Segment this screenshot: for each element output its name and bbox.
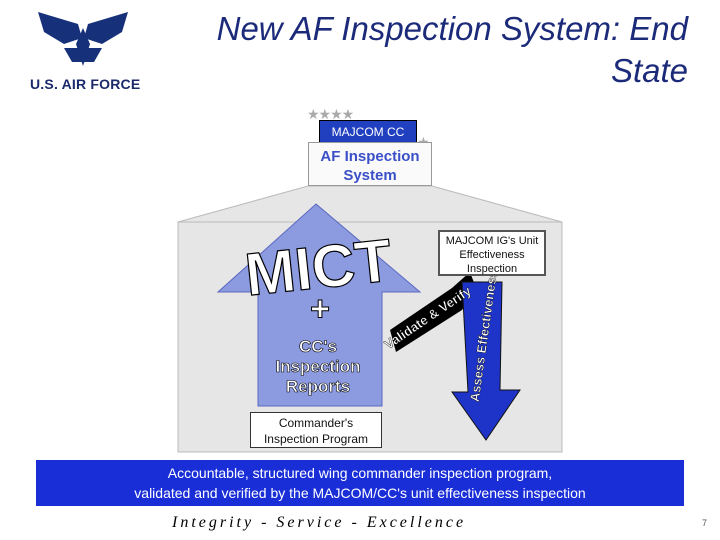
af-inspection-line2: System [343, 167, 397, 184]
slide-title-line1: New AF Inspection System: End [216, 10, 688, 47]
plus-label: + [310, 290, 330, 328]
summary-banner: Accountable, structured wing commander i… [36, 460, 684, 506]
wing-symbol-left [38, 12, 82, 44]
commanders-inspection-program-box: Commander's Inspection Program [250, 412, 382, 448]
ig-box-line2: Effectiveness [459, 249, 525, 261]
wing-symbol-star [76, 28, 90, 66]
assess-effectiveness-arrow [451, 281, 521, 441]
cip-line1: Commander's [278, 416, 354, 430]
validate-verify-arrow [390, 272, 476, 352]
mict-arrow [216, 203, 422, 407]
majcom-ig-inspection-box: MAJCOM IG's Unit Effectiveness Inspectio… [438, 230, 546, 276]
cip-line2: Inspection Program [263, 432, 369, 446]
air-force-logo [38, 12, 128, 66]
air-force-logo-text: U.S. AIR FORCE [30, 76, 141, 92]
slide-title: New AF Inspection System: End State [120, 8, 688, 92]
page-number: 7 [702, 518, 708, 528]
banner-line1: Accountable, structured wing commander i… [167, 465, 553, 481]
ig-box-line1: MAJCOM IG's Unit [445, 235, 539, 247]
slide-title-line2: State [610, 52, 688, 89]
wing-symbol-right [84, 12, 128, 44]
cc-label-line2: Inspection [275, 357, 360, 376]
wing-symbol-base [64, 48, 102, 62]
four-star-icon: ★★★★ [307, 106, 354, 122]
majcom-cc-label: MAJCOM CC [319, 120, 417, 144]
af-inspection-system-box: AF Inspection System [308, 142, 432, 186]
cc-label-line1: CC's [299, 337, 337, 356]
core-values-motto: Integrity - Service - Excellence [172, 514, 467, 531]
house-roof [177, 185, 563, 223]
banner-line2: validated and verified by the MAJCOM/CC'… [134, 485, 586, 501]
cc-label-line3: Reports [286, 377, 350, 396]
mict-label: MICT [242, 227, 395, 309]
af-inspection-line1: AF Inspection [320, 148, 420, 165]
ig-box-line3: Inspection [466, 263, 518, 275]
